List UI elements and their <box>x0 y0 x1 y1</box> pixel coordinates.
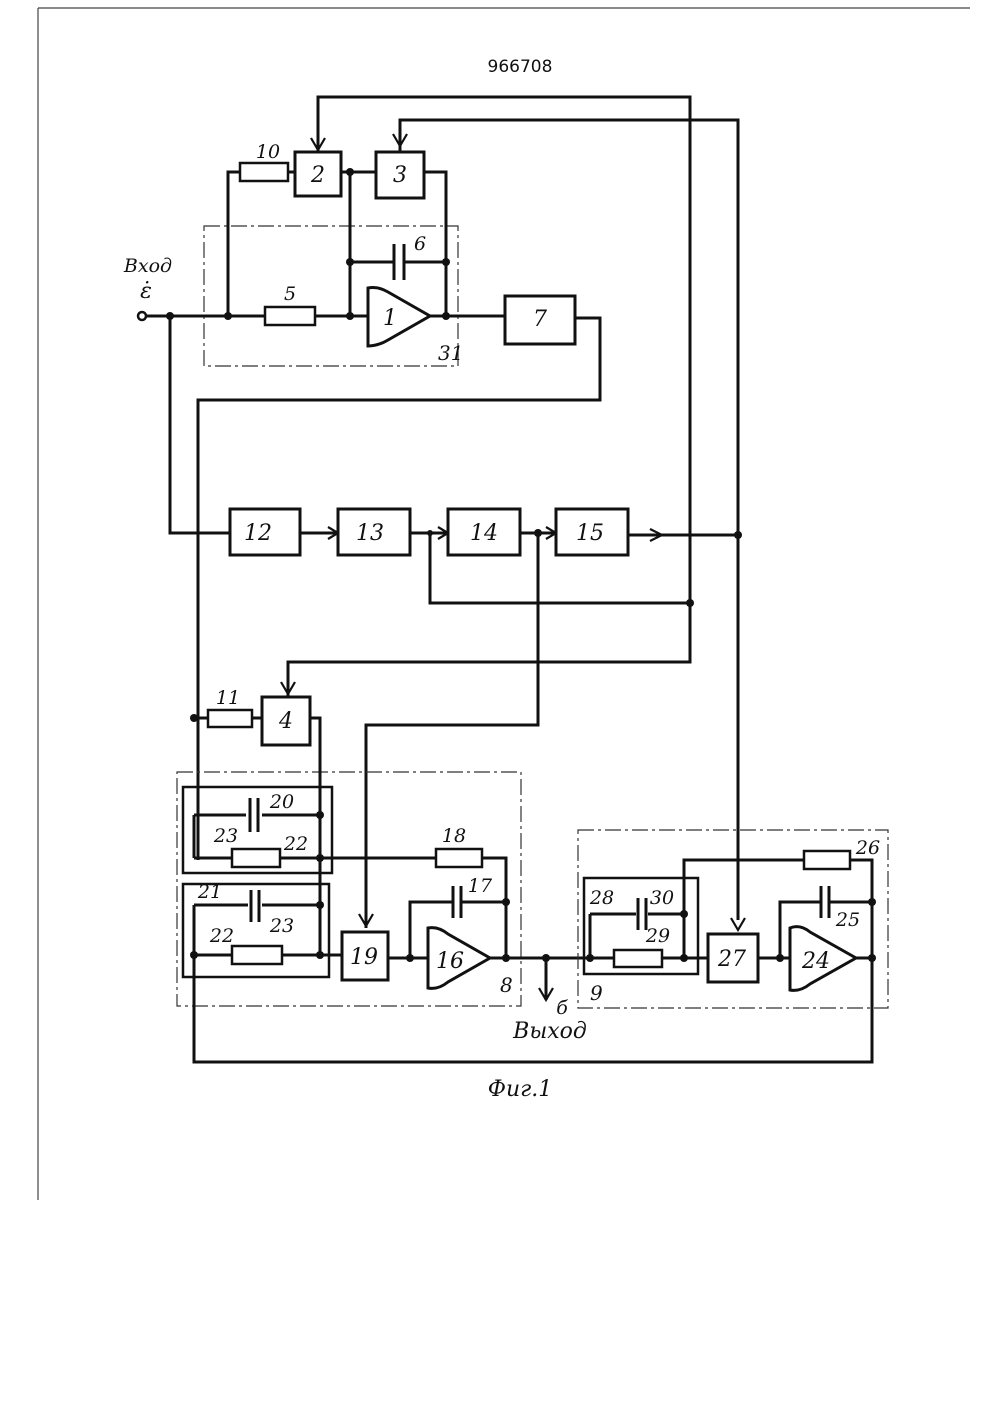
block-14-label: 14 <box>470 521 498 546</box>
node-b14-out <box>534 529 542 537</box>
wire-b14-b19 <box>366 533 538 928</box>
label-6: 6 <box>414 233 426 255</box>
resistor-22b <box>232 946 282 964</box>
capacitor-20 <box>250 798 258 832</box>
label-23a: 23 <box>213 825 238 847</box>
node-r29-right <box>680 954 688 962</box>
figure-caption: Фиг.1 <box>488 1077 553 1102</box>
resistor-29 <box>614 950 662 967</box>
capacitor-17 <box>453 886 461 918</box>
block-19-label: 19 <box>350 945 378 970</box>
wire-b3-out <box>424 172 446 316</box>
wire-b7-feedback <box>198 318 600 860</box>
group-8-label: 8 <box>500 973 513 997</box>
label-25: 25 <box>835 909 860 931</box>
block-7-label: 7 <box>533 307 547 332</box>
node-c6-left <box>346 258 354 266</box>
block-3-label: 3 <box>393 163 407 188</box>
node-b2-out <box>346 168 354 176</box>
label-17: 17 <box>468 875 493 897</box>
block-2-label: 2 <box>310 163 325 188</box>
group-31-label: 31 <box>438 341 463 365</box>
amplifier-1-label: 1 <box>383 306 397 331</box>
label-18: 18 <box>442 825 466 847</box>
label-23b: 23 <box>269 915 294 937</box>
wire-r26-right <box>850 860 872 902</box>
node-r11 <box>190 714 198 722</box>
input-label: Вход <box>123 255 172 277</box>
wire-control-b2-b4 <box>288 97 690 696</box>
output-symbol: б <box>556 997 568 1019</box>
output-label: Выход <box>512 1019 587 1044</box>
amplifier-16-label: 16 <box>436 949 464 974</box>
label-20: 20 <box>269 791 294 813</box>
node-c21-right <box>316 901 324 909</box>
block-27-label: 27 <box>717 947 746 972</box>
block-15-label: 15 <box>576 521 604 546</box>
node-c6-right <box>442 258 450 266</box>
label-30: 30 <box>650 887 674 909</box>
label-26: 26 <box>855 837 880 859</box>
label-29: 29 <box>645 925 670 947</box>
node-c20-right <box>316 811 324 819</box>
input-symbol: ε̇ <box>140 279 152 304</box>
label-22a: 22 <box>283 833 308 855</box>
label-21: 21 <box>197 881 222 903</box>
capacitor-6 <box>394 244 404 280</box>
amplifier-24-label: 24 <box>801 949 830 974</box>
wire-r26-left <box>684 860 804 914</box>
label-22b: 22 <box>209 925 234 947</box>
wire-input-b12 <box>170 316 230 533</box>
wire-b4-out <box>310 718 320 955</box>
label-5: 5 <box>284 283 296 305</box>
capacitor-25 <box>821 886 829 918</box>
node-r10 <box>224 312 232 320</box>
resistor-11 <box>208 710 252 727</box>
block-12-label: 12 <box>244 521 272 546</box>
node-loop-b14 <box>686 599 694 607</box>
capacitor-21 <box>251 890 259 922</box>
label-10: 10 <box>256 141 280 163</box>
node-r22b-right <box>316 951 324 959</box>
input-terminal <box>138 312 146 320</box>
amplifier-1 <box>368 288 430 347</box>
node-b15-out <box>734 531 742 539</box>
node-r22a-right <box>316 854 324 862</box>
resistor-5 <box>265 307 315 325</box>
node-amp24-out <box>868 954 876 962</box>
resistor-10 <box>240 163 288 181</box>
label-28: 28 <box>589 887 614 909</box>
block-13-label: 13 <box>356 521 384 546</box>
node-r29-left <box>586 954 594 962</box>
node-c17-right <box>502 898 510 906</box>
resistor-22a <box>232 849 280 867</box>
resistor-26 <box>804 851 850 869</box>
resistor-18 <box>436 849 482 867</box>
label-11: 11 <box>216 687 240 709</box>
block-4-label: 4 <box>278 709 293 734</box>
node-amp16-out <box>502 954 510 962</box>
node-b14-in <box>427 530 433 536</box>
node-amp1-out <box>442 312 450 320</box>
patent-number: 966708 <box>488 57 553 77</box>
group-9-label: 9 <box>590 981 603 1005</box>
capacitor-30 <box>638 898 646 930</box>
wire-r18-right <box>482 858 506 958</box>
wire-r10-left <box>228 172 240 316</box>
node-amp1-in <box>346 312 354 320</box>
